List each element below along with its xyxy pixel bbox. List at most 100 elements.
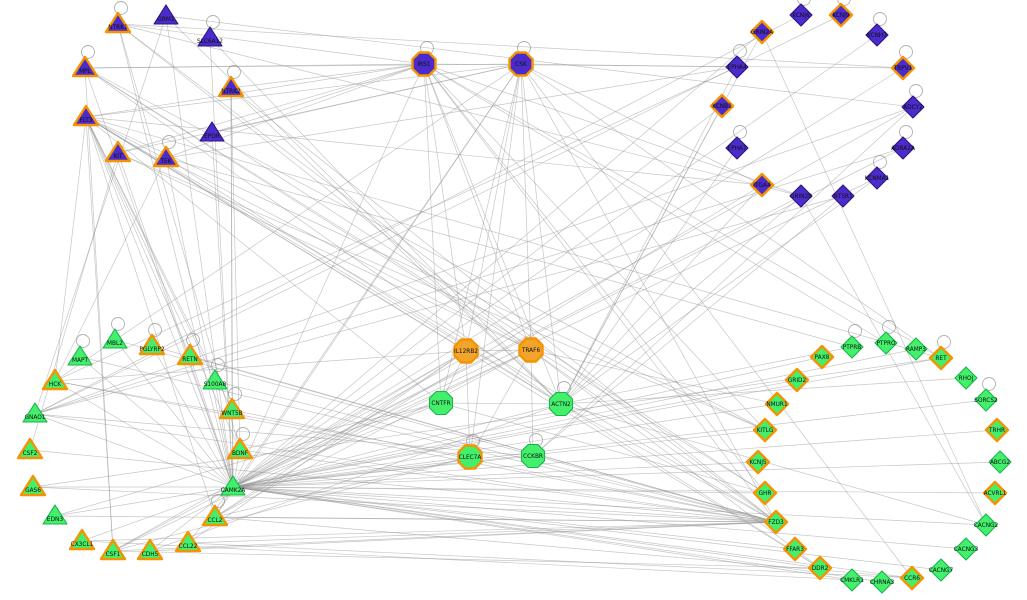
graph-node-cx3cl1[interactable]: CX3CL1: [68, 528, 96, 551]
graph-edge: [165, 63, 425, 159]
graph-node-cntfr[interactable]: CNTFR: [428, 390, 454, 416]
graph-edge: [423, 63, 766, 431]
graph-edge: [79, 356, 777, 523]
graph-node-abcg2[interactable]: ABCG2: [988, 450, 1012, 474]
graph-node-ramp3[interactable]: RAMP3: [904, 337, 928, 361]
graph-edge: [560, 105, 723, 405]
graph-node-epha4[interactable]: EPHA4: [725, 44, 749, 79]
node-shape: [16, 437, 44, 460]
node-shape: [218, 397, 246, 420]
graph-edge: [165, 157, 234, 488]
graph-edge: [232, 350, 467, 488]
graph-node-trhr[interactable]: TRHR: [984, 417, 1010, 443]
graph-node-csf2[interactable]: CSF2: [16, 437, 44, 460]
graph-edge: [85, 116, 777, 523]
graph-node-sorcs2[interactable]: SORCS2: [974, 377, 998, 412]
graph-edge: [209, 37, 562, 405]
graph-node-ccl22[interactable]: CCL22: [174, 530, 202, 553]
graph-node-traf6[interactable]: TRAF6: [518, 337, 544, 363]
graph-edge: [117, 23, 234, 488]
graph-node-acvrl1[interactable]: ACVRL1: [982, 480, 1008, 506]
graph-node-ntrk2[interactable]: NTRK2: [217, 65, 245, 98]
graph-node-mpl[interactable]: MPL: [71, 45, 99, 78]
node-shape: [901, 95, 925, 119]
graph-node-mbl2[interactable]: MBL2: [102, 317, 128, 349]
graph-edge: [232, 486, 796, 550]
graph-edge: [423, 63, 777, 523]
graph-node-actn2[interactable]: ACTN2: [548, 381, 574, 417]
graph-node-ccr6[interactable]: CCR6: [899, 565, 925, 591]
node-shape: [929, 558, 953, 582]
node-shape: [874, 331, 898, 355]
node-shape: [104, 11, 132, 34]
graph-edge: [560, 184, 763, 405]
graph-edge: [117, 23, 777, 523]
graph-node-ntsr1[interactable]: NTSR1: [831, 184, 855, 208]
self-loop-edge: [186, 333, 200, 347]
graph-node-tek[interactable]: TEK: [152, 135, 180, 168]
graph-edge: [232, 399, 987, 488]
graph-edge: [165, 66, 738, 159]
graph-node-grid2[interactable]: GRID2: [784, 367, 810, 393]
graph-node-trpv1[interactable]: TRPV1: [890, 45, 916, 81]
graph-edge: [34, 413, 234, 488]
graph-edge: [151, 345, 777, 523]
graph-node-ptprb[interactable]: PTPRB: [840, 324, 864, 359]
graph-edge: [85, 116, 216, 518]
graph-node-cacng7[interactable]: CACNG7: [929, 558, 954, 582]
graph-edge: [214, 63, 522, 518]
graph-edge: [84, 67, 766, 431]
graph-edge: [79, 356, 234, 488]
graph-node-ntrk1[interactable]: NTRK1: [104, 1, 132, 34]
graph-edge: [81, 540, 853, 581]
node-shape: [457, 444, 483, 470]
graph-edge: [232, 63, 425, 488]
graph-node-cacng3[interactable]: CACNG3: [954, 537, 979, 561]
graph-node-ptpro[interactable]: PTPRO: [874, 320, 898, 355]
node-shape: [226, 437, 254, 460]
node-shape: [784, 367, 810, 393]
graph-node-grm1[interactable]: GRM1: [153, 4, 179, 25]
graph-edge: [112, 349, 532, 552]
node-shape: [890, 55, 916, 81]
graph-node-kcnj6[interactable]: KCNJ6: [789, 0, 813, 27]
graph-node-mapt[interactable]: MAPT: [67, 334, 93, 366]
graph-node-kcnj9[interactable]: KCNJ9: [828, 0, 854, 28]
graph-node-epha7[interactable]: EPHA7: [725, 125, 749, 160]
node-shape: [520, 443, 546, 469]
node-shape: [136, 538, 164, 561]
graph-node-pax8[interactable]: PAX8: [809, 344, 835, 370]
graph-node-il12rb2[interactable]: IL12RB2: [453, 338, 479, 364]
node-shape: [928, 345, 954, 371]
node-shape: [870, 570, 894, 594]
self-loop-edge: [848, 324, 862, 338]
graph-edge: [232, 147, 904, 488]
node-shape: [201, 504, 229, 527]
graph-node-cacng2[interactable]: CACNG2: [974, 513, 999, 537]
self-loop-edge: [211, 494, 225, 508]
node-shape: [984, 417, 1010, 443]
self-loop-edge: [206, 15, 220, 29]
graph-node-adra2a[interactable]: ADRA2A: [891, 125, 915, 160]
graph-edge: [54, 116, 87, 382]
self-loop-edge: [733, 125, 747, 139]
node-shape: [840, 568, 864, 592]
graph-node-adcy2[interactable]: ADCY2: [901, 84, 925, 119]
self-loop-edge: [937, 335, 951, 349]
graph-edge: [34, 413, 534, 457]
graph-edge: [54, 157, 167, 382]
graph-edge: [530, 349, 534, 457]
graph-node-kitlg[interactable]: KITLG: [752, 417, 778, 443]
graph-edge: [85, 116, 191, 357]
graph-node-ddr2[interactable]: DDR2: [807, 555, 833, 581]
graph-edge: [165, 157, 562, 405]
graph-node-kcnb1[interactable]: KCNB1: [709, 93, 735, 119]
graph-node-pglyrp2[interactable]: PGLYRP2: [138, 323, 166, 356]
graph-node-nmur1[interactable]: NMUR1: [764, 391, 790, 417]
graph-node-ghr[interactable]: GHR: [752, 480, 778, 506]
graph-edge: [423, 63, 467, 352]
graph-node-kcnh7[interactable]: KCNH7: [865, 12, 889, 47]
graph-node-rhoj[interactable]: RHOJ: [954, 366, 978, 390]
graph-node-itga4[interactable]: ITGA4: [749, 172, 775, 198]
graph-edge: [117, 23, 532, 351]
